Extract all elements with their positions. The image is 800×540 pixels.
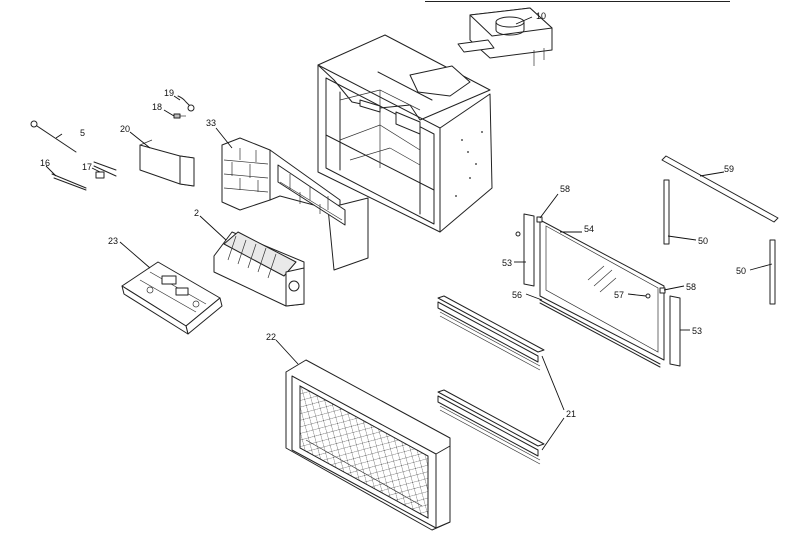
callout-5: 5 (80, 128, 85, 138)
part-58-clip-lower (659, 287, 666, 294)
part-2-blower (213, 231, 305, 307)
part-50-side-trim-left (663, 179, 670, 245)
part-16-probe (51, 173, 87, 191)
part-53-left-strip (523, 213, 535, 287)
callout-16: 16 (40, 158, 50, 168)
part-5-wire (30, 120, 77, 153)
callout-50-right: 50 (736, 266, 746, 276)
callout-58-lower: 58 (686, 282, 696, 292)
callout-53-left: 53 (502, 258, 512, 268)
part-59-top-trim (661, 155, 779, 223)
part-23-control-tray (121, 261, 223, 335)
callout-18: 18 (152, 102, 162, 112)
part-21-louver-lower (437, 389, 545, 465)
callout-17: 17 (82, 162, 92, 172)
callout-58-upper: 58 (560, 184, 570, 194)
callout-53-right: 53 (692, 326, 702, 336)
callout-50-left: 50 (698, 236, 708, 246)
callout-23: 23 (108, 236, 118, 246)
firebox-cabinet (317, 34, 493, 233)
part-17-connector (93, 161, 117, 179)
callout-19: 19 (164, 88, 174, 98)
part-57-screw (645, 293, 651, 299)
part-22-screen-frame (285, 359, 451, 531)
part-53-right-strip (669, 295, 681, 367)
part-10-vent-collar (457, 7, 553, 66)
callout-10: 10 (536, 11, 546, 21)
part-56-glass-gasket (539, 299, 661, 368)
callout-2: 2 (194, 208, 199, 218)
part-50-side-trim-right (769, 239, 776, 305)
part-54-glass-panel (539, 219, 665, 361)
callout-22: 22 (266, 332, 276, 342)
callout-56: 56 (512, 290, 522, 300)
callout-33: 33 (206, 118, 216, 128)
leader-lines (45, 16, 773, 451)
callout-59: 59 (724, 164, 734, 174)
screw-upper (515, 231, 521, 237)
callout-57: 57 (614, 290, 624, 300)
part-18-switch (173, 113, 186, 119)
part-58-clip-upper (536, 216, 543, 223)
part-33-refractory-liner (221, 137, 369, 271)
callout-20: 20 (120, 124, 130, 134)
part-20-bracket (139, 139, 195, 187)
part-21-louver-upper (437, 295, 545, 371)
callout-54: 54 (584, 224, 594, 234)
part-19-thermodisc (177, 95, 195, 112)
callout-21: 21 (566, 409, 576, 419)
